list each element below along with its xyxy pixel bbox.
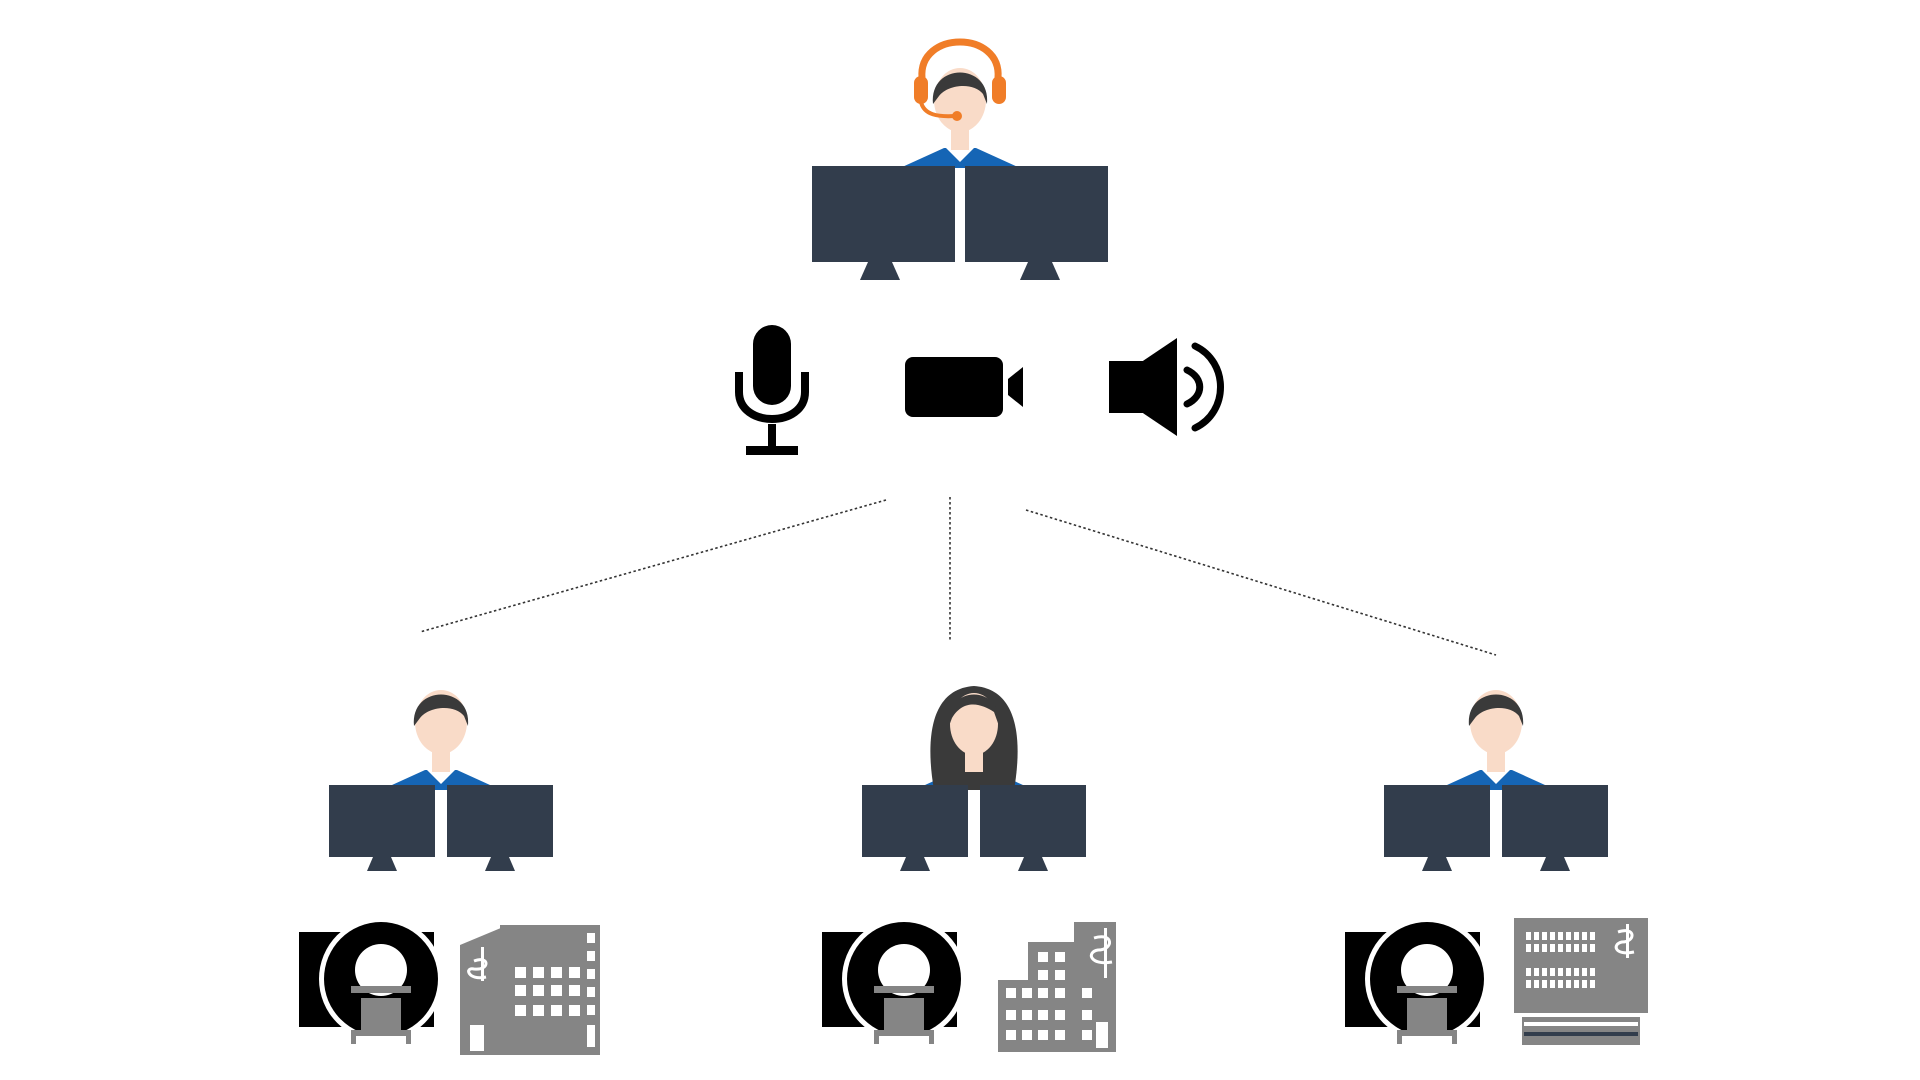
hospital-building-icon [998,922,1116,1052]
speaker-icon [1109,338,1224,436]
site-2-monitors [862,785,1086,871]
mri-scanner-icon [1345,917,1489,1044]
window-row-top [1526,932,1595,952]
site-3-monitors [1384,785,1608,871]
site-3 [1345,690,1648,1045]
site-2 [822,686,1116,1052]
headset-operator-icon [914,38,1006,121]
connector-site-3 [1025,509,1497,656]
connector-site-1 [419,499,887,633]
hub-operator [812,38,1108,280]
female-operator-icon [914,686,1034,790]
male-operator-icon [1436,690,1556,790]
male-operator-icon [381,690,501,790]
hub-monitors [812,166,1108,280]
connections [419,497,1497,656]
microphone-icon [735,325,809,455]
mri-scanner-icon [299,917,443,1044]
window-row-bottom [1526,968,1595,988]
video-camera-icon [905,357,1023,417]
site-1 [299,690,600,1055]
site-1-monitors [329,785,553,871]
mri-scanner-icon [822,917,966,1044]
hospital-building-icon [460,925,600,1055]
medical-center-icon [1514,918,1648,1045]
